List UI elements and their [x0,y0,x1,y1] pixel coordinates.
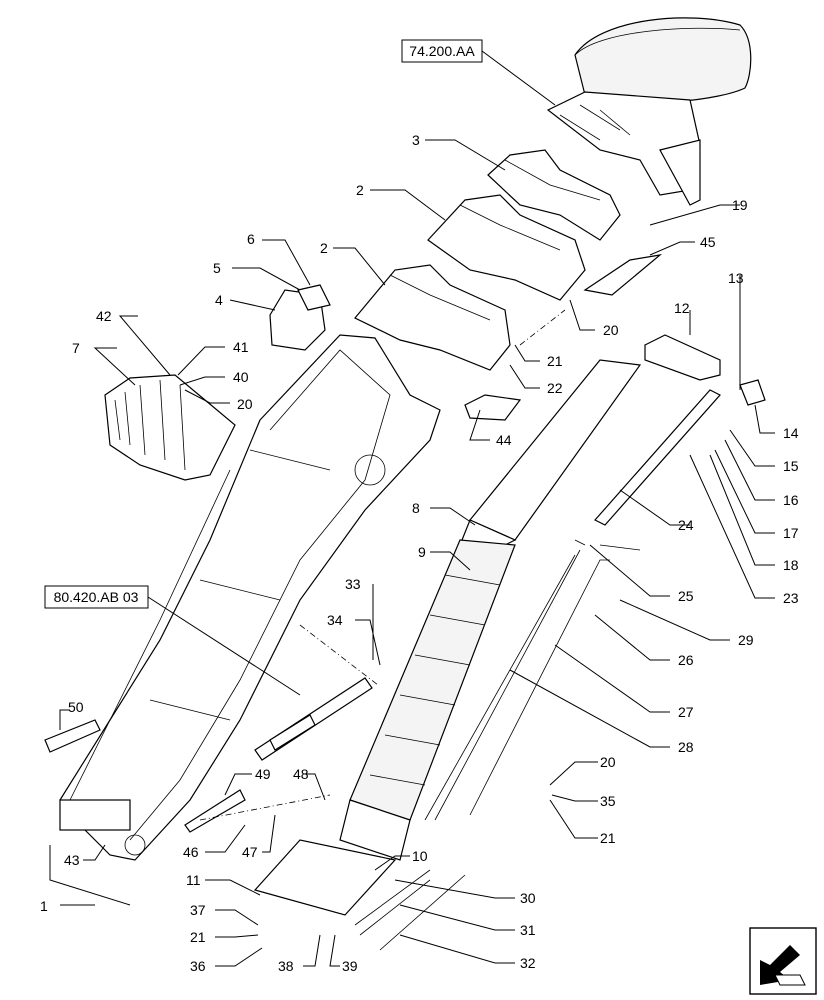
shield-11 [253,839,397,916]
callout-1[interactable]: 1 [40,898,48,914]
callout-38[interactable]: 38 [278,958,294,974]
reference-label-left: 80.420.AB 03 [54,589,139,605]
callout-numbers: 3 2 2 4 5 6 7 42 41 40 20 19 45 20 21 22… [40,132,799,974]
callout-37[interactable]: 37 [190,902,206,918]
callout-25[interactable]: 25 [678,588,694,604]
reference-box-left[interactable]: 80.420.AB 03 [44,585,149,609]
next-page-arrow-icon[interactable] [749,927,817,995]
strip-set [354,389,721,951]
callout-3[interactable]: 3 [412,132,420,148]
callout-49[interactable]: 49 [255,766,271,782]
callout-16[interactable]: 16 [783,492,799,508]
shield-10 [339,799,411,861]
upper-spout-assembly [546,17,752,206]
chute-section-3 [487,149,621,241]
elevator-frame-1 [59,334,441,861]
callout-45[interactable]: 45 [700,234,716,250]
callout-29[interactable]: 29 [738,632,754,648]
callout-34[interactable]: 34 [327,612,343,628]
callout-20-left[interactable]: 20 [237,396,253,412]
chute-section-2-lower [354,264,511,371]
callout-23[interactable]: 23 [783,590,799,606]
callout-21-right[interactable]: 21 [600,830,616,846]
callout-6[interactable]: 6 [247,231,255,247]
bracket-12 [644,334,721,381]
callout-17[interactable]: 17 [783,525,799,541]
callout-20-right[interactable]: 20 [600,754,616,770]
panel-50 [44,719,101,753]
deflector-7 [104,374,236,481]
bracket-13 [739,379,766,406]
callout-12[interactable]: 12 [674,300,690,316]
callout-22[interactable]: 22 [547,380,563,396]
chute-section-2-upper [427,194,586,301]
callout-10[interactable]: 10 [412,848,428,864]
callout-44[interactable]: 44 [496,432,512,448]
panel-49 [184,789,246,833]
callout-4[interactable]: 4 [215,292,223,308]
callout-40[interactable]: 40 [233,369,249,385]
callout-30[interactable]: 30 [520,890,536,906]
callout-35[interactable]: 35 [600,793,616,809]
callout-31[interactable]: 31 [520,922,536,938]
callout-5[interactable]: 5 [213,260,221,276]
callout-47[interactable]: 47 [242,844,258,860]
callout-28[interactable]: 28 [678,739,694,755]
callout-18[interactable]: 18 [783,557,799,573]
callout-48[interactable]: 48 [293,766,309,782]
callout-26[interactable]: 26 [678,652,694,668]
callout-2-upper[interactable]: 2 [356,182,364,198]
callout-19[interactable]: 19 [732,197,748,213]
callout-13[interactable]: 13 [728,270,744,286]
grate-9 [349,539,516,821]
callout-50[interactable]: 50 [68,699,84,715]
bracket-44 [464,394,522,421]
plate-6 [297,284,331,311]
callout-21-bottom[interactable]: 21 [190,929,206,945]
callout-9[interactable]: 9 [418,544,426,560]
callout-2-lower[interactable]: 2 [320,240,328,256]
callout-7[interactable]: 7 [72,340,80,356]
cylinder-pair [254,677,373,761]
reference-box-top[interactable]: 74.200.AA [401,39,483,63]
callout-20-mid[interactable]: 20 [603,322,619,338]
callout-11[interactable]: 11 [186,872,201,888]
callout-15[interactable]: 15 [783,458,799,474]
callout-41[interactable]: 41 [233,339,249,355]
callout-39[interactable]: 39 [342,958,358,974]
callout-42[interactable]: 42 [96,308,112,324]
reference-label-top: 74.200.AA [409,43,475,59]
callout-36[interactable]: 36 [190,958,206,974]
callout-14[interactable]: 14 [783,425,799,441]
bracket-45 [583,254,663,296]
callout-43[interactable]: 43 [64,852,80,868]
callout-24[interactable]: 24 [678,517,694,533]
callout-27[interactable]: 27 [678,704,694,720]
callout-21-mid[interactable]: 21 [547,353,563,369]
callout-8[interactable]: 8 [412,500,420,516]
callout-32[interactable]: 32 [520,955,536,971]
callout-46[interactable]: 46 [183,844,199,860]
callout-33[interactable]: 33 [345,576,361,592]
callout-leaders [49,139,775,967]
